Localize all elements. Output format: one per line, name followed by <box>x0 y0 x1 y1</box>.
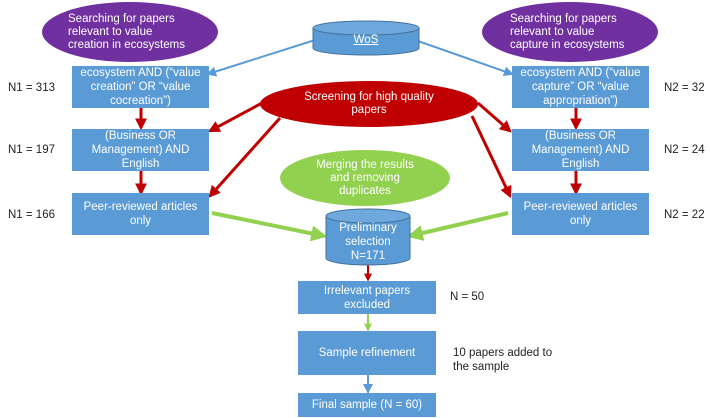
left-count-3: N1 = 166 <box>8 209 55 221</box>
final-text: Final sample (N = 60) <box>311 399 423 411</box>
right-filter-text: (Business OR Management) AND English <box>531 130 630 170</box>
left-search-oval: Searching for papers relevant to value c… <box>42 2 218 62</box>
wos-database-icon <box>312 20 420 56</box>
arrow-wos-left <box>206 39 316 77</box>
right-query-box: ecosystem AND (“value capture” OR “value… <box>512 66 649 108</box>
wos-label: WoS <box>313 32 419 48</box>
left-peer-box: Peer-reviewed articles only <box>72 193 209 235</box>
left-filter-text: (Business OR Management) AND English <box>91 130 190 170</box>
right-count-3-text: N2 = 22 <box>664 209 705 221</box>
left-count-3-text: N1 = 166 <box>8 209 55 221</box>
arrow-screen-right-2 <box>470 115 512 199</box>
refinement-note-text: 10 papers added to the sample <box>453 347 553 373</box>
irrelevant-text: Irrelevant papers excluded <box>323 284 411 311</box>
irrelevant-count-text: N = 50 <box>450 291 485 303</box>
right-peer-text: Peer-reviewed articles only <box>523 201 638 227</box>
refinement-text: Sample refinement <box>318 347 416 359</box>
refinement-note: 10 papers added to the sample <box>453 346 553 374</box>
merging-oval: Merging the results and removing duplica… <box>280 150 450 206</box>
left-search-text: Searching for papers relevant to value c… <box>68 12 185 51</box>
left-peer-text: Peer-reviewed articles only <box>83 201 198 227</box>
right-count-2-text: N2 = 24 <box>664 144 705 156</box>
arrow-screen-right-1 <box>477 101 512 133</box>
irrelevant-count: N = 50 <box>450 291 484 303</box>
irrelevant-box: Irrelevant papers excluded <box>298 281 436 314</box>
preliminary-cylinder-icon <box>325 208 411 266</box>
left-count-1-text: N1 = 313 <box>8 82 55 94</box>
left-count-1: N1 = 313 <box>8 82 55 94</box>
right-count-1: N2 = 32 <box>664 82 705 94</box>
merging-text: Merging the results and removing duplica… <box>316 158 414 197</box>
right-search-oval: Searching for papers relevant to value c… <box>482 2 658 62</box>
arrow-screen-left-1 <box>207 101 263 133</box>
right-query-text: ecosystem AND (“value capture” OR “value… <box>520 67 641 107</box>
screening-text: Screening for high quality papers <box>304 91 434 116</box>
left-filter-box: (Business OR Management) AND English <box>72 129 209 171</box>
left-query-box: ecosystem AND (“value creation” OR “valu… <box>72 66 209 108</box>
left-count-2: N1 = 197 <box>8 144 55 156</box>
left-count-2-text: N1 = 197 <box>8 144 55 156</box>
screening-oval: Screening for high quality papers <box>260 81 478 127</box>
preliminary-line1: Preliminary <box>339 222 397 234</box>
arrow-wos-right <box>414 39 514 77</box>
final-box: Final sample (N = 60) <box>298 393 436 417</box>
right-filter-box: (Business OR Management) AND English <box>512 129 649 171</box>
arrow-screen-left-2 <box>208 116 282 198</box>
right-count-3: N2 = 22 <box>664 209 705 221</box>
left-query-text: ecosystem AND (“value creation” OR “valu… <box>80 67 201 107</box>
arrow-green-right <box>406 211 509 241</box>
right-count-2: N2 = 24 <box>664 144 705 156</box>
right-peer-box: Peer-reviewed articles only <box>512 193 649 235</box>
refinement-box: Sample refinement <box>298 331 436 375</box>
right-search-text: Searching for papers relevant to value c… <box>510 12 625 51</box>
wos-text: WoS <box>353 34 379 46</box>
arrow-green-left <box>211 211 328 242</box>
right-count-1-text: N2 = 32 <box>664 82 705 94</box>
preliminary-line3: N=171 <box>350 250 386 262</box>
preliminary-line2: selection <box>345 236 391 248</box>
preliminary-label: Preliminary selection N=171 <box>326 222 410 262</box>
